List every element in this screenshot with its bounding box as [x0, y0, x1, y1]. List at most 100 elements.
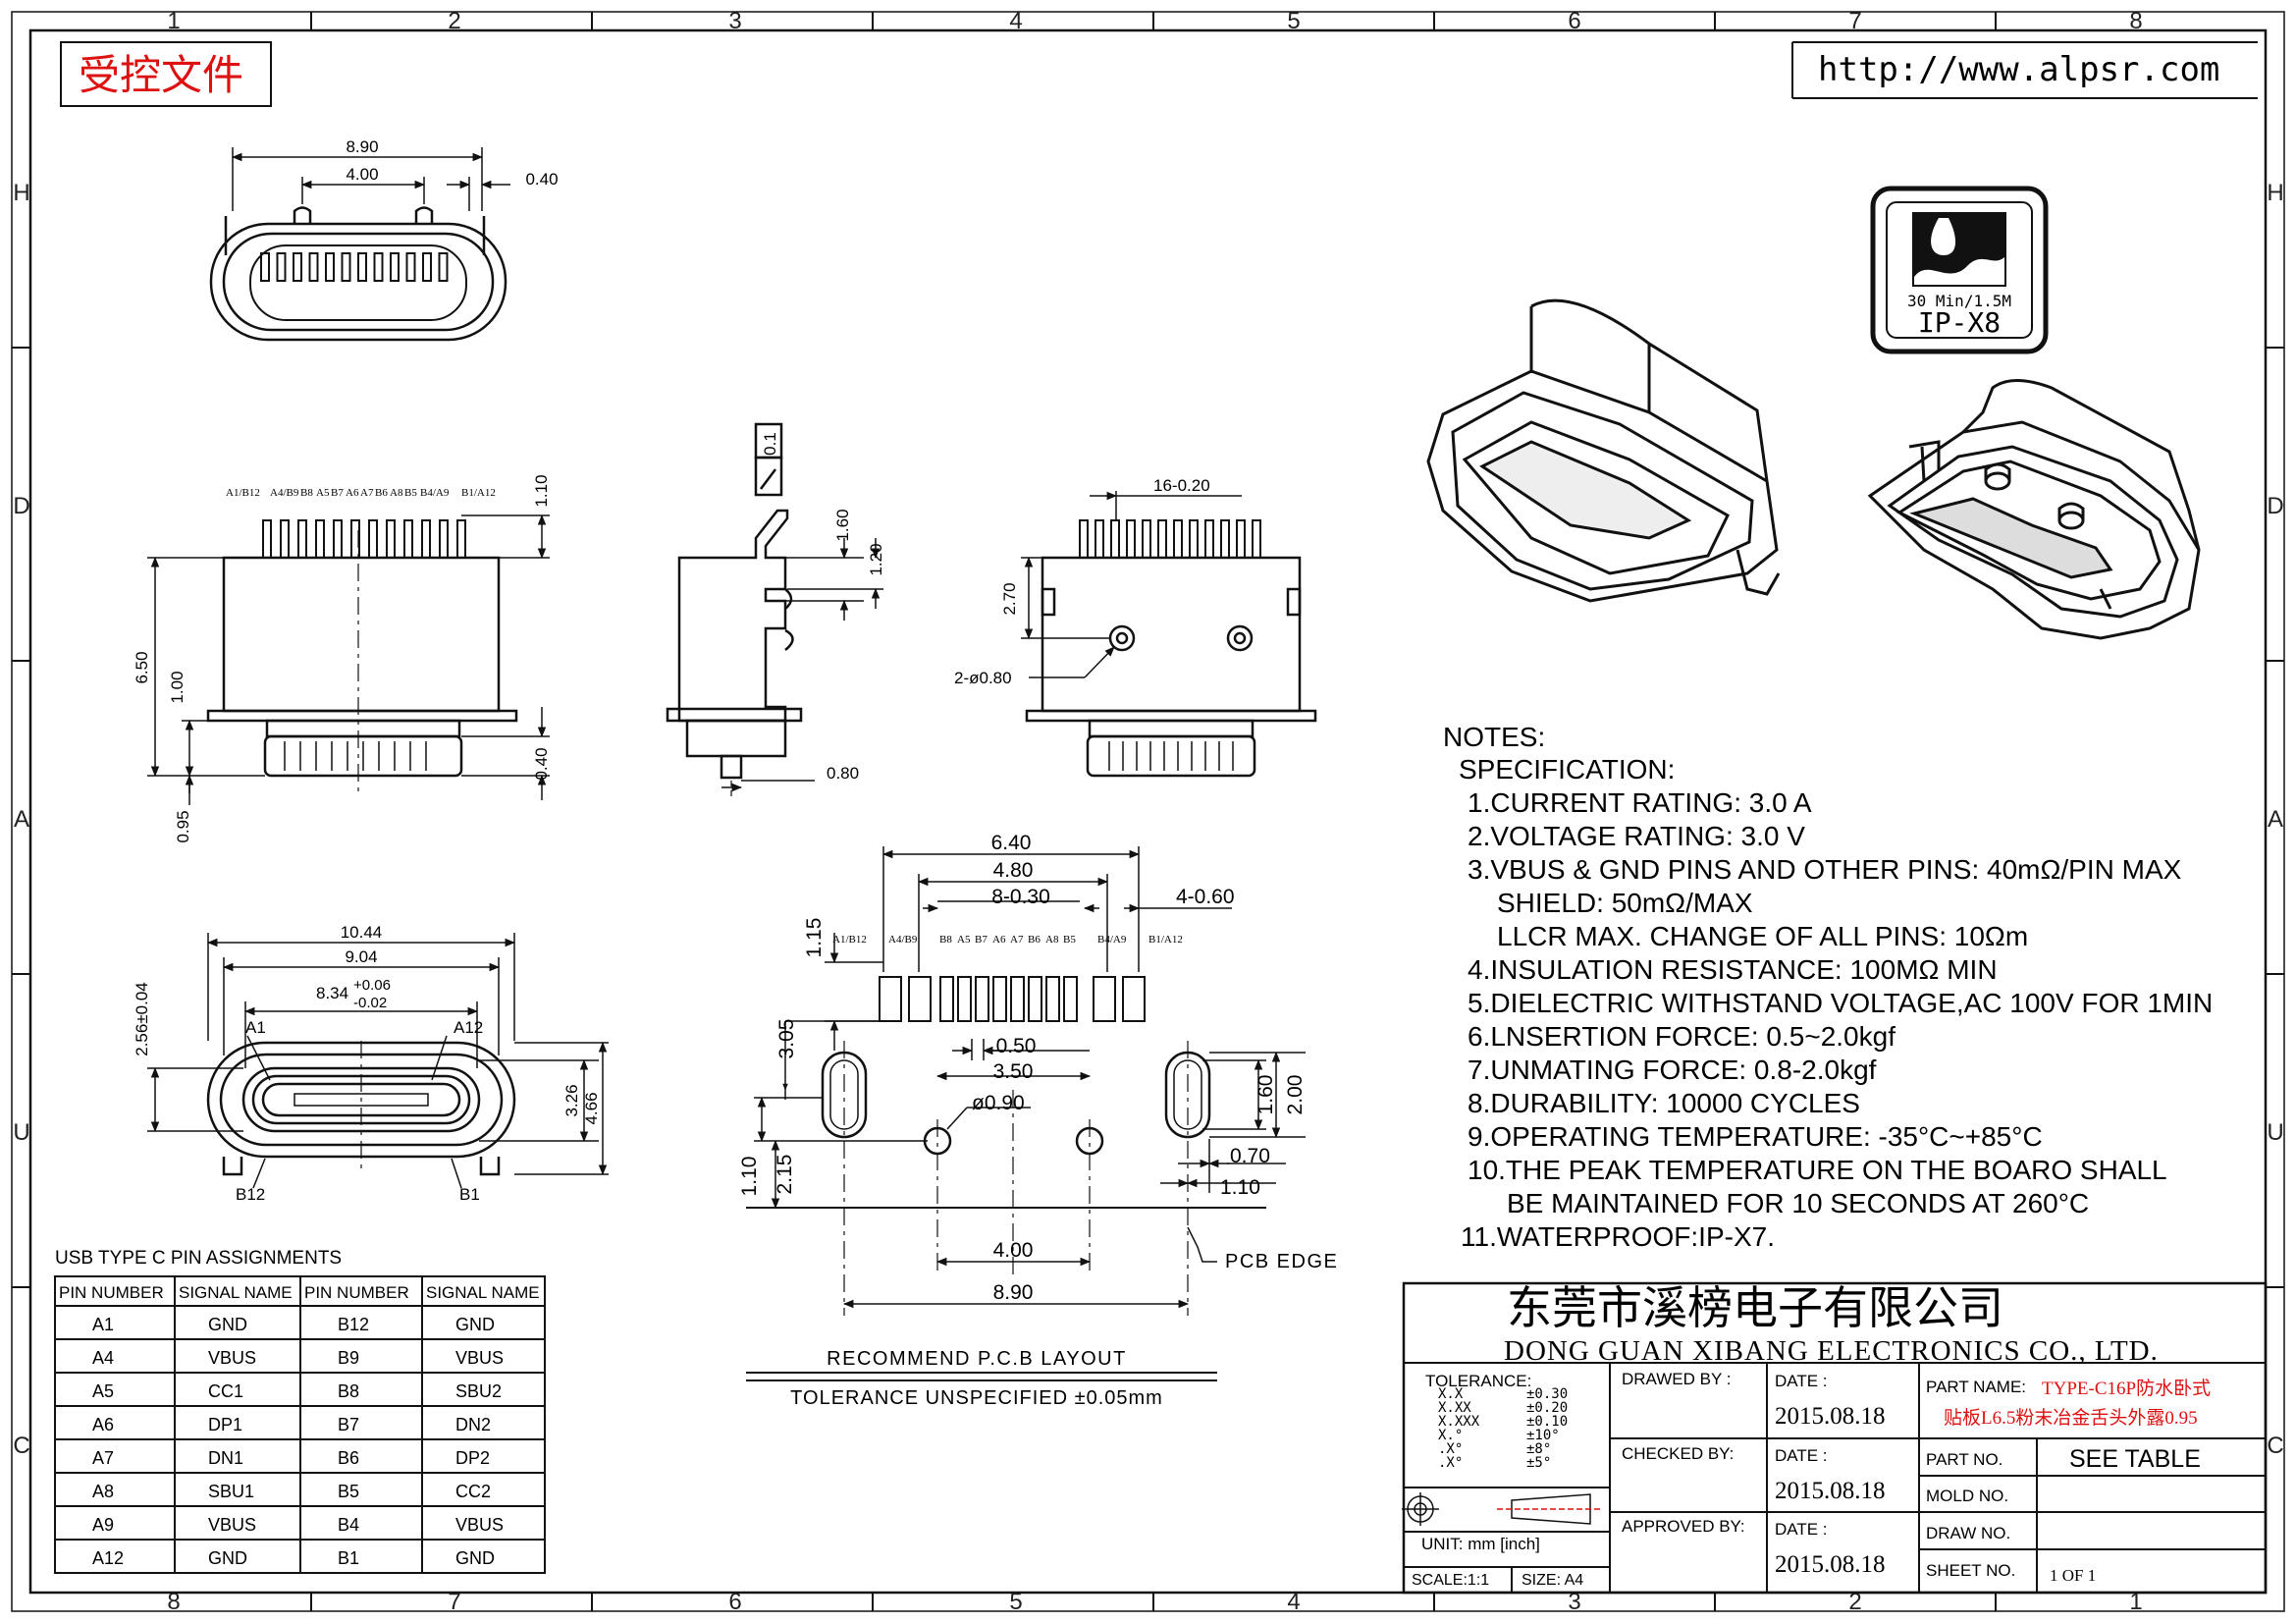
- part-name-label: PART NAME:: [1926, 1378, 2026, 1396]
- tol-key: X.X: [1438, 1386, 1464, 1402]
- col-label: 4: [1009, 8, 1022, 34]
- dim-110b: 1.10: [1220, 1176, 1260, 1199]
- pin-table-cell: DP2: [455, 1448, 490, 1468]
- pcb-pin-labels: A1/B12 A4/B9 B8 A5 B7 A6 A7 B6 A8 B5 B4/…: [832, 934, 1183, 946]
- solder-pin: [1236, 519, 1246, 559]
- tolerance-text: TOLERANCE UNSPECIFIED ±0.05mm: [790, 1387, 1163, 1409]
- note-line: 4.INSULATION RESISTANCE: 100MΩ MIN: [1468, 954, 1998, 985]
- pin-table-cell: A5: [92, 1381, 114, 1401]
- dim-120: 1.20: [867, 543, 885, 575]
- pin-label: A4/B9: [888, 934, 918, 946]
- row-label: U: [13, 1119, 29, 1146]
- pin-table-cell: CC1: [208, 1381, 243, 1401]
- contact-pin: [293, 252, 302, 282]
- pin-table-header: SIGNAL NAME: [179, 1283, 293, 1302]
- notes: NOTES: SPECIFICATION: 1.CURRENT RATING: …: [1443, 722, 2213, 1252]
- title-block: [1402, 1281, 2268, 1595]
- pin-table-cell: VBUS: [455, 1348, 504, 1368]
- pin-label: B6: [1028, 934, 1041, 946]
- date-checked: 2015.08.18: [1775, 1478, 1886, 1504]
- note-line: 9.OPERATING TEMPERATURE: -35°C~+85°C: [1468, 1121, 2043, 1152]
- pin-label: B1/A12: [1148, 934, 1183, 946]
- dim-115: 1.15: [803, 918, 826, 958]
- row-label: A: [14, 806, 29, 833]
- dim-400b: 4.00: [993, 1239, 1034, 1262]
- tol-val: ±10°: [1526, 1428, 1560, 1443]
- mating-face-dim-text: 10.44 9.04 8.34 +0.06 -0.02 2.56±0.04 3.…: [133, 923, 601, 1204]
- top-view-dim-text: 8.90 4.00 0.40: [346, 137, 558, 189]
- dim-16pin: 16-0.20: [1153, 476, 1210, 495]
- col-label: 3: [1568, 1589, 1580, 1615]
- col-label: 1: [2129, 1589, 2142, 1615]
- part-name-1: TYPE-C16P防水卧式: [2042, 1378, 2211, 1399]
- contact-pin: [325, 252, 335, 282]
- dim-110c: 1.10: [738, 1157, 761, 1197]
- contact-pin: [357, 252, 367, 282]
- pin-table-cell: DP1: [208, 1415, 242, 1434]
- controlled-doc-stamp: 受控文件: [60, 41, 272, 107]
- pin-table-title: USB TYPE C PIN ASSIGNMENTS: [55, 1248, 342, 1269]
- col-label: 4: [1287, 1589, 1300, 1615]
- pin-table-cell: VBUS: [208, 1515, 256, 1535]
- pin-table-cell: SBU1: [208, 1482, 254, 1501]
- checked-by-label: CHECKED BY:: [1622, 1444, 1734, 1463]
- frame-labels: 1 2 3 4 5 6 7 8 8 7 6 5 4 3 2 1 H D A U …: [13, 8, 2283, 1615]
- pin-label: B6: [375, 487, 388, 499]
- mold-no-label: MOLD NO.: [1926, 1487, 2008, 1505]
- col-label: 2: [1848, 1589, 1861, 1615]
- website-link[interactable]: http://www.alpsr.com: [1818, 50, 2219, 89]
- pcb-pad: [879, 976, 902, 1022]
- size-label: SIZE: A4: [1522, 1572, 1583, 1589]
- solder-pin: [1126, 519, 1136, 559]
- water-drop-icon: [1931, 218, 1956, 255]
- dim-350: 3.50: [993, 1060, 1034, 1083]
- col-label: 7: [448, 1589, 460, 1615]
- pcb-pad: [957, 976, 972, 1022]
- dim-480: 4.80: [993, 859, 1034, 882]
- pin-label: B1/A12: [461, 487, 496, 499]
- date-drawed: 2015.08.18: [1775, 1403, 1886, 1430]
- dim-100: 1.00: [168, 671, 187, 703]
- solder-pin: [1095, 519, 1104, 559]
- note-line: 10.THE PEAK TEMPERATURE ON THE BOARO SHA…: [1468, 1155, 2167, 1185]
- pin-label: B7: [331, 487, 344, 499]
- col-label: 5: [1009, 1589, 1022, 1615]
- solder-pin: [280, 519, 290, 559]
- pin-table-cell: A1: [92, 1315, 114, 1334]
- solder-pin: [262, 519, 272, 559]
- pin-label: A7: [1010, 934, 1024, 946]
- row-label: H: [2267, 180, 2283, 206]
- rear-view-dims: [1021, 491, 1242, 678]
- dim-200: 2.00: [1284, 1075, 1307, 1115]
- dim-466: 4.66: [582, 1092, 601, 1124]
- pin-label: B4/A9: [1097, 934, 1127, 946]
- pcb-caption-text: RECOMMEND P.C.B LAYOUT: [827, 1348, 1127, 1370]
- dim-834: 8.34: [316, 984, 348, 1002]
- side-view-dim-text: 0.1 1.60 1.20 0.80: [761, 432, 885, 783]
- row-label: C: [2267, 1433, 2283, 1459]
- pin-table-cell: A9: [92, 1515, 114, 1535]
- pin-label: A8: [390, 487, 403, 499]
- pin-table-cell: DN1: [208, 1448, 243, 1468]
- pin-table-cell: GND: [208, 1315, 247, 1334]
- tol-key: .X°: [1438, 1455, 1463, 1471]
- contact-pin: [260, 252, 270, 282]
- pcb-edge-label: PCB EDGE: [1225, 1251, 1338, 1272]
- solder-pin: [1142, 519, 1151, 559]
- website-box[interactable]: http://www.alpsr.com: [1791, 41, 2258, 99]
- dim-640: 6.40: [991, 832, 1032, 854]
- title-block-text: 东莞市溪榜电子有限公司 DONG GUAN XIBANG ELECTRONICS…: [1412, 1283, 2211, 1589]
- dim-256: 2.56±0.04: [133, 982, 151, 1056]
- solder-pin: [1157, 519, 1167, 559]
- part-name-2: 贴板L6.5粉末冶金舌头外露0.95: [1944, 1407, 2198, 1429]
- note-line: 6.LNSERTION FORCE: 0.5~2.0kgf: [1468, 1021, 1896, 1052]
- pcb-caption: RECOMMEND P.C.B LAYOUT TOLERANCE UNSPECI…: [746, 1348, 1217, 1409]
- ipx8-badge: 30 Min/1.5M IP-X8: [1870, 186, 2049, 354]
- pin-table-cell: A4: [92, 1348, 114, 1368]
- top-view-dims: [231, 147, 510, 211]
- date-label: DATE :: [1775, 1372, 1828, 1390]
- pin-label: B7: [975, 934, 988, 946]
- row-label: H: [13, 180, 29, 206]
- solder-pin: [403, 519, 413, 559]
